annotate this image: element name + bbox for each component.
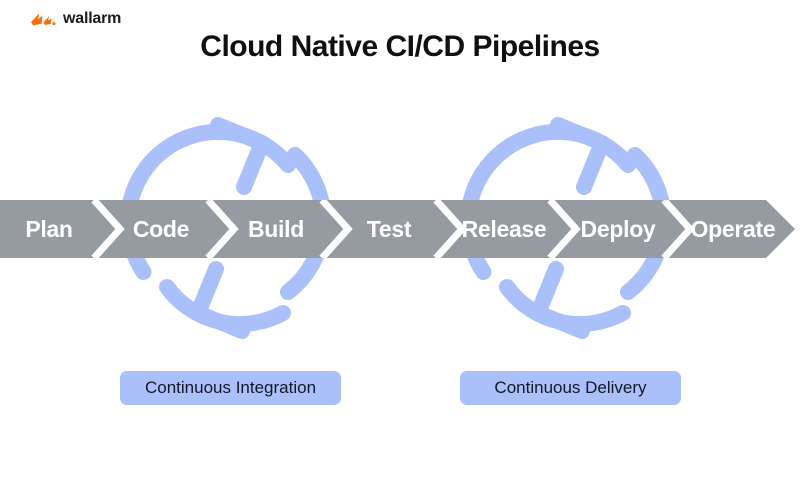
page-title: Cloud Native CI/CD Pipelines — [200, 30, 600, 63]
stage-label-code[interactable]: Code — [132, 216, 190, 242]
wallarm-bolt-icon — [31, 13, 56, 26]
stage-label-operate[interactable]: Operate — [690, 216, 776, 242]
phase-label-continuous-delivery[interactable]: Continuous Delivery — [460, 371, 681, 405]
stage-label-release[interactable]: Release — [461, 216, 547, 242]
brand-name: wallarm — [63, 10, 122, 27]
stage-label-test[interactable]: Test — [366, 216, 412, 242]
stage-label-build[interactable]: Build — [248, 216, 304, 242]
stage-label-plan[interactable]: Plan — [25, 216, 73, 242]
stage-label-deploy[interactable]: Deploy — [580, 216, 656, 242]
brand-logo: wallarm — [30, 8, 121, 30]
phase-label-continuous-integration[interactable]: Continuous Integration — [120, 371, 341, 405]
